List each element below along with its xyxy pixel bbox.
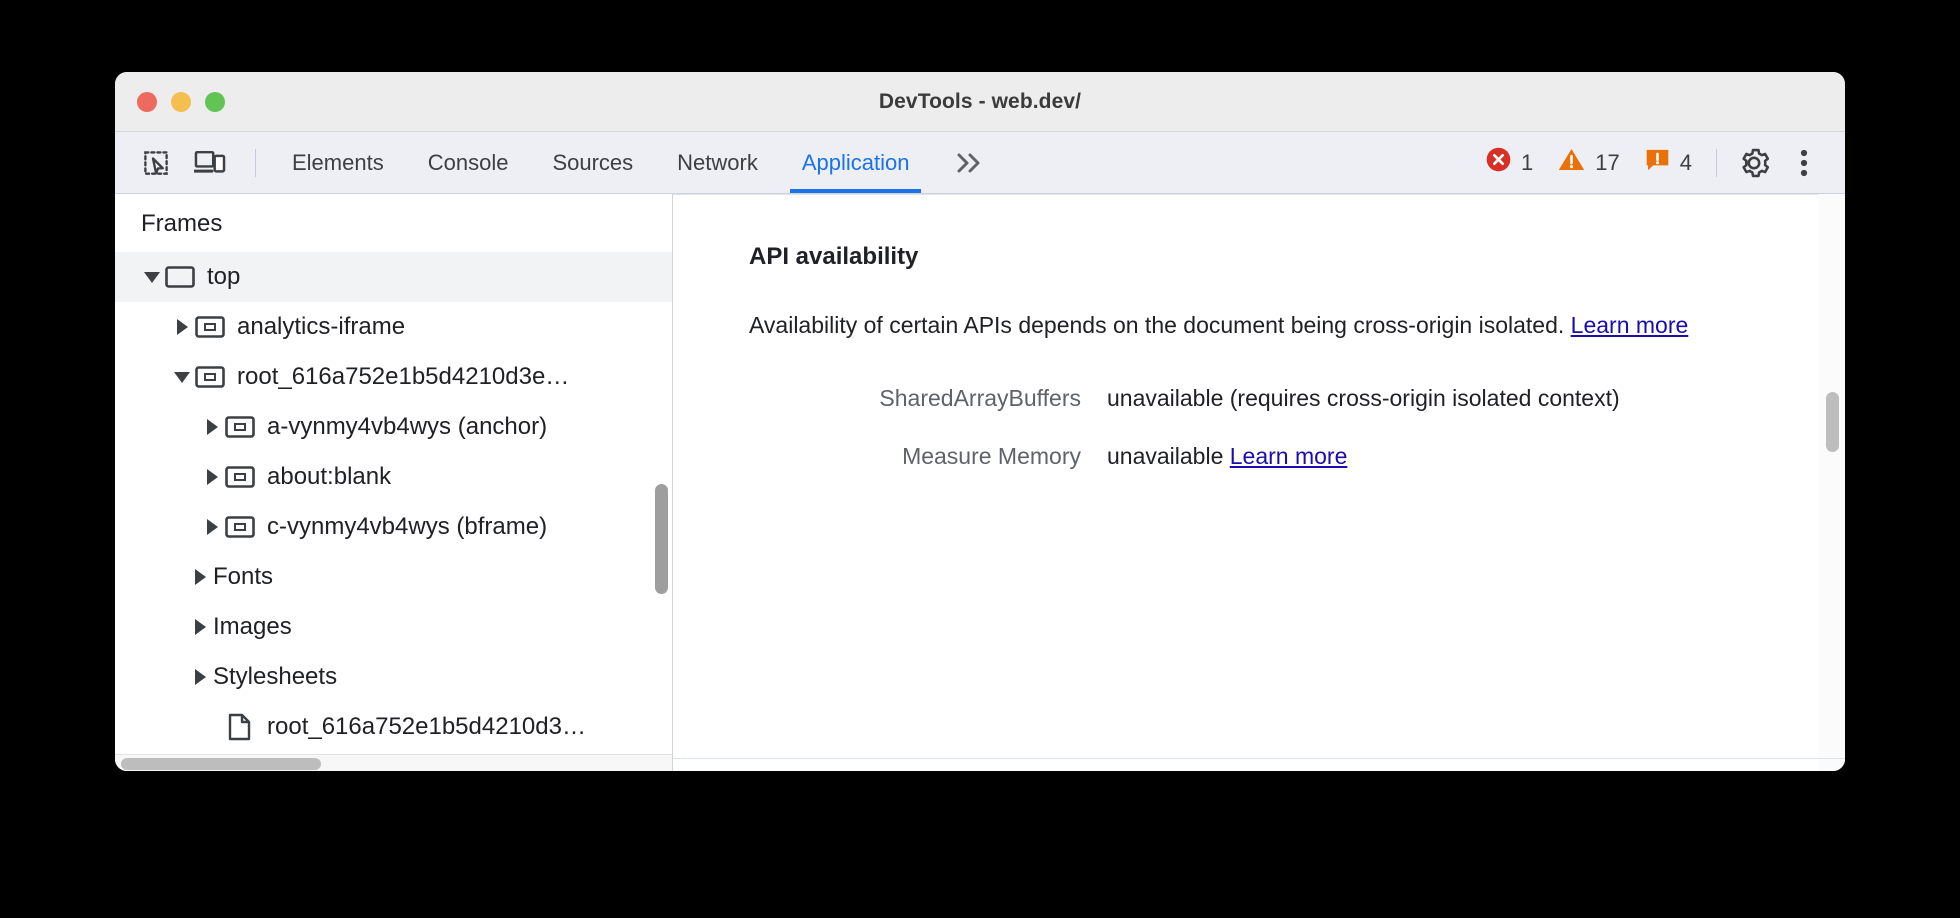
toolbar-right-divider [1716, 148, 1717, 177]
device-toolbar-icon[interactable] [187, 140, 233, 186]
row-key: Measure Memory [902, 443, 1081, 470]
tree-item-label: top [207, 263, 241, 290]
expand-triangle-right-icon[interactable] [189, 619, 211, 635]
frame-top-icon [163, 265, 197, 289]
row-value: unavailable Learn more [1107, 440, 1347, 473]
devtools-window: DevTools - web.dev/ [115, 72, 1845, 771]
main-scrollbar-gutter [1819, 194, 1845, 771]
row-shared-array-buffers: SharedArrayBuffers unavailable (requires… [787, 382, 1845, 415]
panel-tabs: Elements Console Sources Network Applica… [270, 132, 1001, 193]
traffic-lights [115, 91, 225, 112]
inspect-element-icon[interactable] [133, 140, 179, 186]
toolbar-status-area: 1 17 [1475, 132, 1845, 193]
tree-item-top[interactable]: top [115, 252, 672, 302]
iframe-icon [223, 465, 257, 489]
close-window-button[interactable] [137, 91, 157, 112]
row-measure-memory: Measure Memory unavailable Learn more [787, 440, 1845, 473]
tab-console[interactable]: Console [427, 149, 509, 175]
row-key: SharedArrayBuffers [879, 384, 1081, 411]
issue-icon [1644, 146, 1671, 179]
tree-item-label: Images [213, 613, 292, 640]
row-value-text: unavailable [1107, 443, 1230, 470]
learn-more-link[interactable]: Learn more [1570, 312, 1689, 338]
expand-triangle-right-icon[interactable] [201, 469, 223, 485]
sidebar-header: Frames [141, 210, 223, 237]
main-vertical-scrollbar[interactable] [1826, 392, 1839, 452]
expand-triangle-down-icon[interactable] [141, 271, 163, 283]
section-description: Availability of certain APIs depends on … [749, 309, 1729, 342]
tree-item-label: Fonts [213, 563, 274, 590]
tree-item-label: about:blank [267, 463, 392, 490]
iframe-icon [223, 415, 257, 439]
tab-sources[interactable]: Sources [552, 149, 634, 175]
tree-item-label: a-vynmy4vb4wys (anchor) [267, 413, 548, 440]
tab-elements[interactable]: Elements [292, 149, 384, 175]
error-count-badge[interactable]: 1 [1475, 146, 1543, 179]
warning-count: 17 [1595, 149, 1620, 175]
warning-count-badge[interactable]: 17 [1547, 146, 1629, 179]
devtools-toolbar: Elements Console Sources Network Applica… [115, 132, 1845, 194]
tree-item-images[interactable]: Images [115, 602, 672, 652]
minimize-window-button[interactable] [171, 91, 191, 112]
frames-sidebar: Frames top [115, 194, 673, 771]
tab-application[interactable]: Application [780, 132, 932, 193]
tree-item-anchor-frame[interactable]: a-vynmy4vb4wys (anchor) [115, 402, 672, 452]
maximize-window-button[interactable] [205, 91, 225, 112]
panel-top-divider [673, 194, 1845, 195]
tree-item-stylesheets[interactable]: Stylesheets [115, 652, 672, 702]
tab-network[interactable]: Network [677, 149, 758, 175]
frames-tree: top analytics-iframe [115, 252, 672, 771]
tree-item-about-blank[interactable]: about:blank [115, 452, 672, 502]
expand-triangle-right-icon[interactable] [171, 319, 193, 335]
toolbar-left-controls [115, 132, 270, 193]
availability-rows: SharedArrayBuffers unavailable (requires… [787, 382, 1845, 473]
expand-triangle-right-icon[interactable] [189, 569, 211, 585]
sidebar-horizontal-scrollbar[interactable] [115, 754, 672, 771]
tree-item-stylesheet-document[interactable]: root_616a752e1b5d4210d3… [115, 702, 672, 752]
scrollbar-thumb[interactable] [121, 758, 321, 770]
tree-item-label: root_616a752e1b5d4210d3… [267, 713, 586, 740]
row-value: unavailable (requires cross-origin isola… [1107, 384, 1620, 411]
iframe-icon [193, 365, 227, 389]
warning-icon [1557, 146, 1586, 179]
iframe-icon [223, 515, 257, 539]
expand-triangle-down-icon[interactable] [171, 371, 193, 383]
tree-item-label: c-vynmy4vb4wys (bframe) [267, 513, 548, 540]
error-icon [1485, 146, 1512, 179]
expand-triangle-right-icon[interactable] [201, 419, 223, 435]
window-title: DevTools - web.dev/ [878, 89, 1082, 113]
expand-triangle-right-icon[interactable] [201, 519, 223, 535]
more-vertical-icon[interactable] [1781, 140, 1827, 186]
gear-icon[interactable] [1731, 140, 1777, 186]
sidebar-vertical-scrollbar[interactable] [655, 484, 668, 594]
tree-item-label: root_616a752e1b5d4210d3e… [237, 363, 570, 390]
tree-item-analytics-iframe[interactable]: analytics-iframe [115, 302, 672, 352]
window-titlebar: DevTools - web.dev/ [115, 72, 1845, 132]
section-title: API availability [749, 243, 919, 270]
tree-item-bframe[interactable]: c-vynmy4vb4wys (bframe) [115, 502, 672, 552]
tree-item-label: Stylesheets [213, 663, 338, 690]
issue-count-badge[interactable]: 4 [1634, 146, 1702, 179]
expand-triangle-right-icon[interactable] [189, 669, 211, 685]
tree-item-fonts[interactable]: Fonts [115, 552, 672, 602]
tree-item-root-frame[interactable]: root_616a752e1b5d4210d3e… [115, 352, 672, 402]
description-text: Availability of certain APIs depends on … [749, 312, 1571, 338]
measure-memory-learn-more-link[interactable]: Learn more [1229, 443, 1348, 470]
toolbar-divider [255, 148, 256, 177]
error-count: 1 [1521, 149, 1534, 175]
issue-count: 4 [1679, 149, 1692, 175]
document-icon [223, 713, 257, 741]
api-availability-panel: API availability Availability of certain… [673, 194, 1845, 771]
panel-bottom-divider [673, 758, 1845, 759]
iframe-icon [193, 315, 227, 339]
more-tabs-chevron-icon[interactable] [939, 132, 1001, 193]
tree-item-label: analytics-iframe [237, 313, 406, 340]
api-availability-section: API availability Availability of certain… [673, 195, 1845, 473]
devtools-body: Frames top [115, 194, 1845, 771]
